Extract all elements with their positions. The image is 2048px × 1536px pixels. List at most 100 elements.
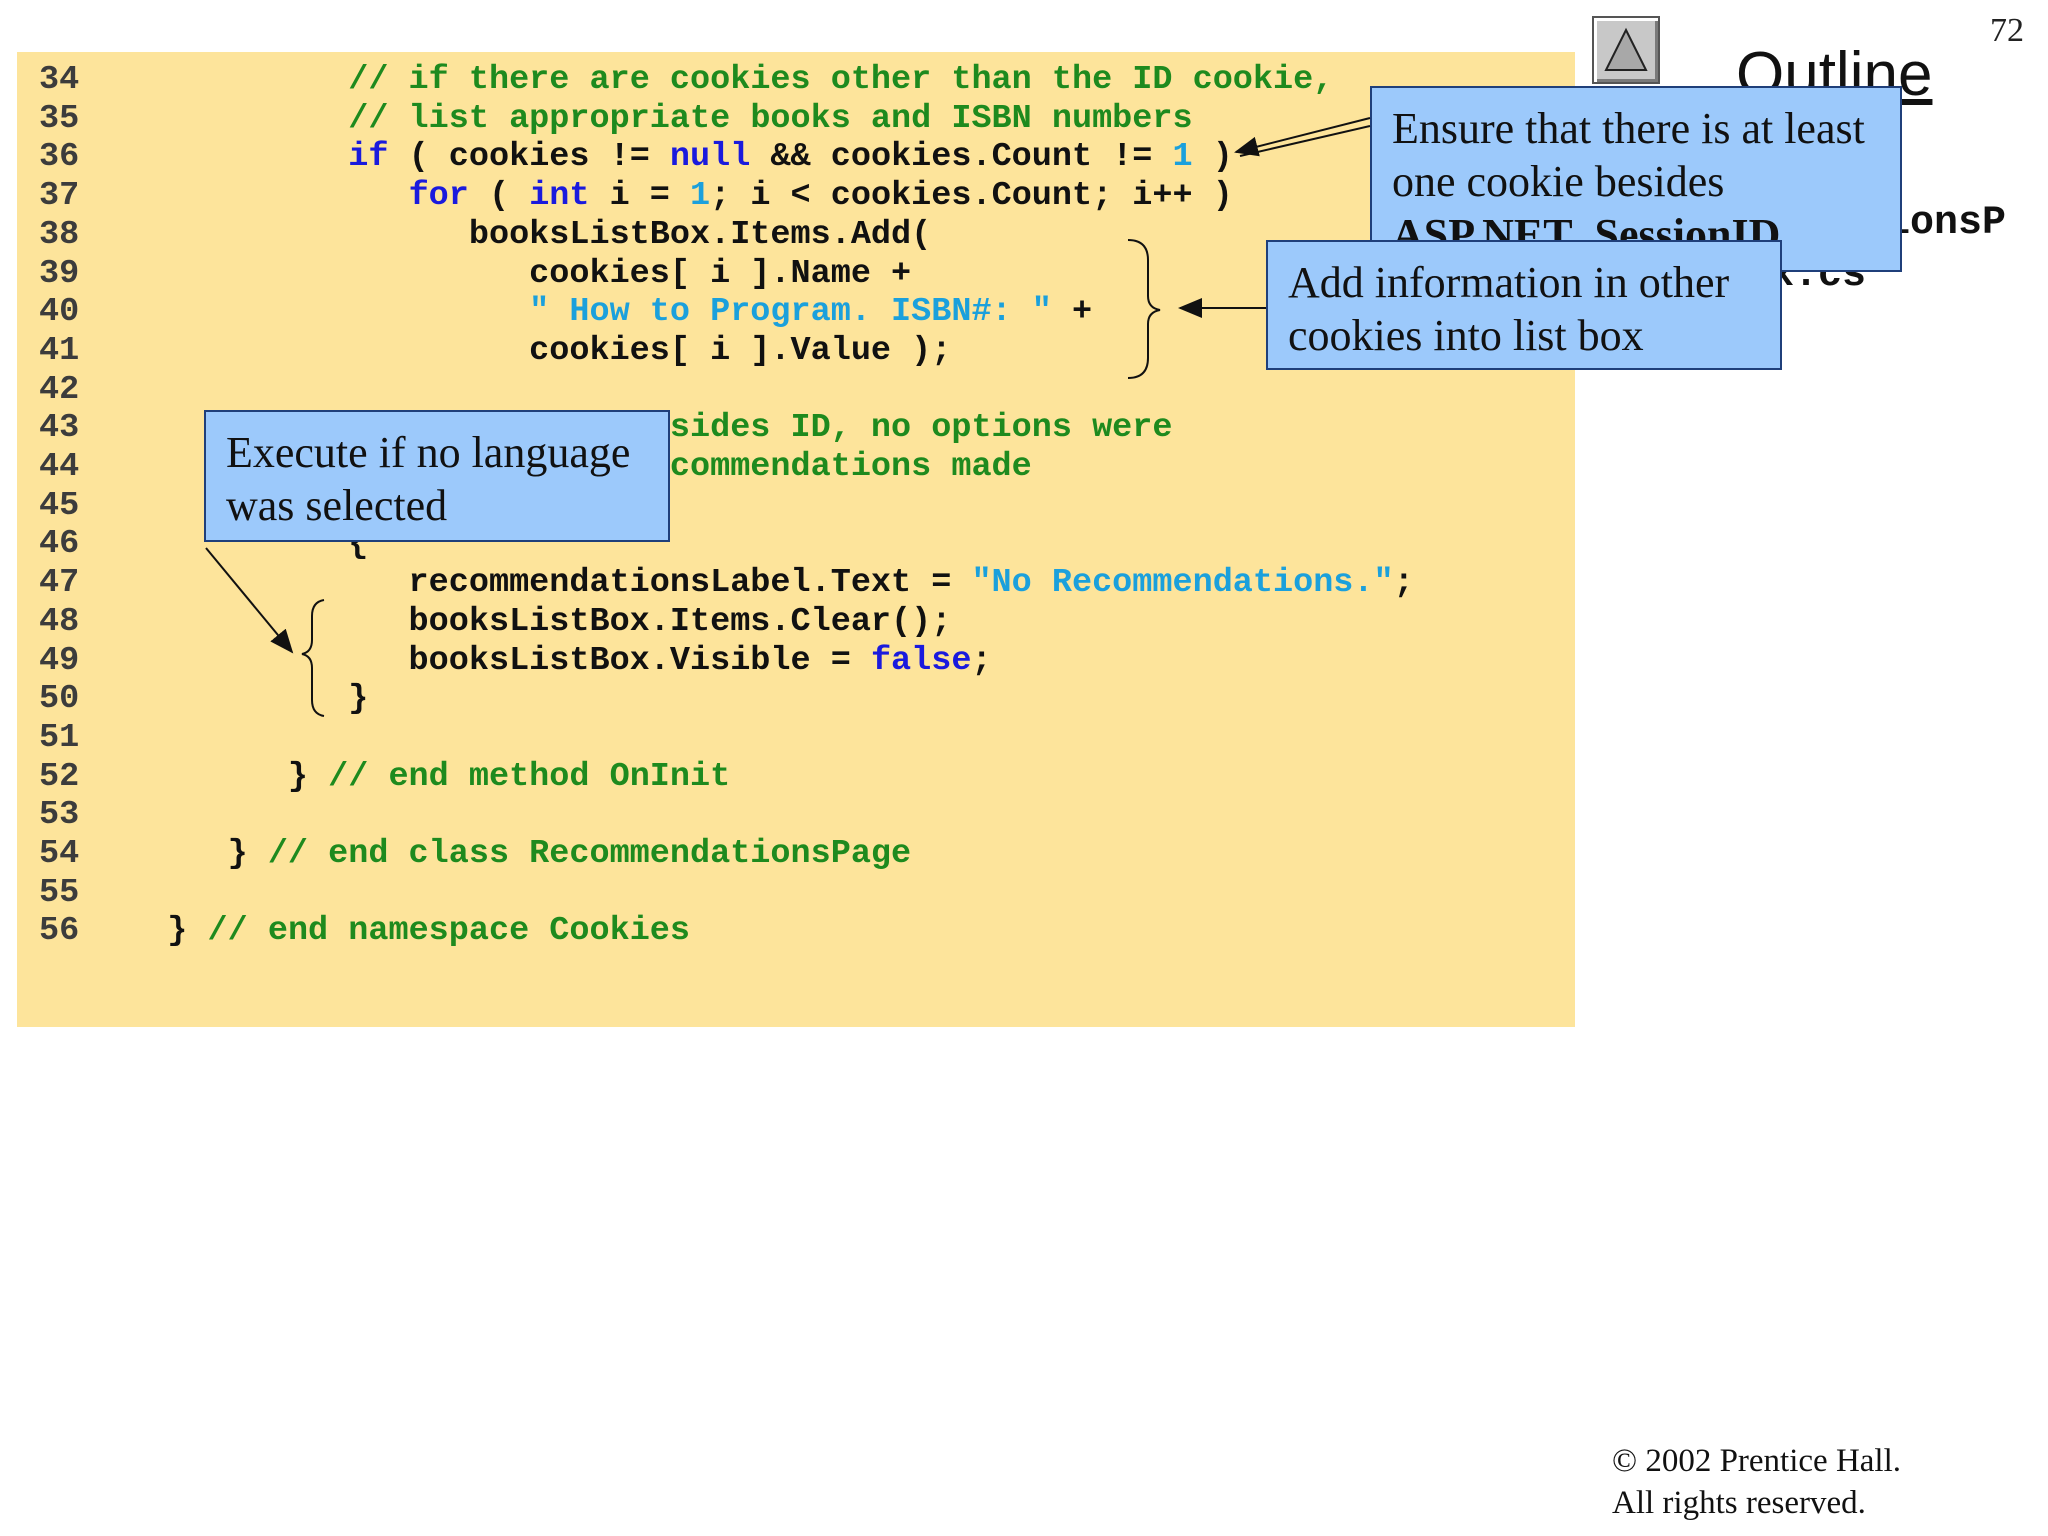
line-number: 46 — [39, 525, 80, 564]
arrow-no-language — [205, 547, 294, 654]
code-line: 38 booksListBox.Items.Add( — [17, 216, 1575, 255]
callout-line: was selected — [226, 481, 448, 530]
code-keyword: for — [408, 177, 469, 216]
code-line: 52 } // end method OnInit — [17, 758, 1575, 797]
line-number: 47 — [39, 564, 80, 603]
code-text: ; i < cookies.Count; i++ ) — [710, 177, 1233, 216]
code-text: && cookies.Count != — [750, 138, 1173, 177]
code-line: 39 cookies[ i ].Name + — [17, 255, 1575, 294]
code-text: booksListBox.Items.Add( — [107, 215, 932, 254]
code-line: 53 — [17, 796, 1575, 835]
brace-add-info — [1127, 239, 1161, 379]
code-text: ; — [971, 641, 992, 680]
arrow-cookie-check-2 — [1239, 125, 1371, 157]
up-arrow-button[interactable] — [1592, 16, 1660, 84]
line-number: 50 — [39, 680, 80, 719]
code-text: i = — [589, 177, 691, 216]
line-number: 34 — [39, 61, 80, 99]
file-name-line: ionsP — [1886, 201, 2007, 246]
up-arrow-icon — [1604, 27, 1648, 71]
line-number: 42 — [39, 370, 80, 409]
code-comment: // end class RecommendationsPage — [267, 835, 912, 874]
code-line: 42 — [17, 371, 1575, 410]
line-number: 36 — [39, 138, 80, 177]
callout-line: Ensure that there is at least — [1392, 104, 1865, 153]
callout-add-info: Add information in other cookies into li… — [1266, 240, 1782, 370]
code-keyword: int — [529, 177, 590, 216]
code-listing: 34 // if there are cookies other than th… — [17, 52, 1575, 951]
code-text: } — [107, 680, 369, 719]
callout-line: Execute if no language — [226, 428, 631, 477]
code-literal: 1 — [690, 177, 711, 216]
page-number: 72 — [1990, 12, 2024, 49]
brace-no-language — [301, 599, 325, 717]
line-number: 40 — [39, 293, 80, 332]
line-number: 52 — [39, 757, 80, 796]
code-line: 51 — [17, 719, 1575, 758]
code-text: recommendationsLabel.Text = — [107, 564, 972, 603]
line-number: 48 — [39, 602, 80, 641]
code-comment: recommendations made — [629, 448, 1032, 487]
callout-line: one cookie besides — [1392, 157, 1725, 206]
line-number: 53 — [39, 796, 80, 835]
copyright-line: © 2002 Prentice Hall. — [1612, 1443, 1902, 1479]
line-number: 49 — [39, 641, 80, 680]
code-text: + — [1051, 293, 1093, 332]
code-line: 34 // if there are cookies other than th… — [17, 61, 1575, 100]
code-text: booksListBox.Visible = — [107, 641, 871, 680]
copyright: © 2002 Prentice Hall. All rights reserve… — [1612, 1440, 1901, 1524]
code-comment: // end method OnInit — [328, 757, 731, 796]
code-line: 50 } — [17, 680, 1575, 719]
code-comment: // list appropriate books and ISBN numbe… — [348, 99, 1193, 138]
code-keyword: null — [669, 138, 751, 177]
code-text: } — [107, 835, 268, 874]
callout-line: Add information in other — [1288, 258, 1730, 307]
code-line: 48 booksListBox.Items.Clear(); — [17, 603, 1575, 642]
code-text: ) — [1192, 138, 1233, 177]
line-number: 35 — [39, 99, 80, 138]
line-number: 38 — [39, 215, 80, 254]
callout-no-language: Execute if no language was selected — [204, 410, 670, 542]
code-comment: // if there are cookies other than the I… — [348, 61, 1334, 99]
code-line: 36 if ( cookies != null && cookies.Count… — [17, 138, 1575, 177]
code-text: ( cookies != — [388, 138, 670, 177]
code-text: } — [107, 757, 329, 796]
code-keyword: if — [348, 138, 389, 177]
code-text: cookies[ i ].Name + — [107, 254, 912, 293]
code-text: booksListBox.Items.Clear(); — [107, 602, 952, 641]
code-line: 41 cookies[ i ].Value ); — [17, 332, 1575, 371]
line-number: 56 — [39, 912, 80, 951]
line-number: 44 — [39, 448, 80, 487]
code-keyword: false — [870, 641, 972, 680]
code-text: cookies[ i ].Value ); — [107, 331, 952, 370]
code-comment: // end namespace Cookies — [207, 912, 691, 951]
line-number: 51 — [39, 718, 80, 757]
code-line: 35 // list appropriate books and ISBN nu… — [17, 100, 1575, 139]
code-line: 49 booksListBox.Visible = false; — [17, 642, 1575, 681]
code-line: 45 — [17, 487, 1575, 526]
code-panel: 34 // if there are cookies other than th… — [17, 52, 1575, 1027]
arrow-cookie-check — [1234, 117, 1371, 157]
code-line: 55 — [17, 874, 1575, 913]
code-literal: "No Recommendations." — [971, 564, 1394, 603]
code-line: 56 } // end namespace Cookies — [17, 912, 1575, 951]
copyright-line: All rights reserved. — [1612, 1485, 1866, 1521]
line-number: 37 — [39, 177, 80, 216]
line-number: 45 — [39, 486, 80, 525]
line-number: 41 — [39, 331, 80, 370]
line-number: 43 — [39, 409, 80, 448]
code-line: 44 recommendations made — [17, 448, 1575, 487]
code-text: ; — [1393, 564, 1414, 603]
code-literal: " How to Program. ISBN#: " — [529, 293, 1052, 332]
code-line: 47 recommendationsLabel.Text = "No Recom… — [17, 564, 1575, 603]
code-line: 40 " How to Program. ISBN#: " + — [17, 293, 1575, 332]
code-line: 54 } // end class RecommendationsPage — [17, 835, 1575, 874]
line-number: 55 — [39, 873, 80, 912]
line-number: 54 — [39, 835, 80, 874]
code-literal: 1 — [1172, 138, 1193, 177]
code-line: 37 for ( int i = 1; i < cookies.Count; i… — [17, 177, 1575, 216]
code-text: ( — [468, 177, 530, 216]
line-number: 39 — [39, 254, 80, 293]
callout-line: cookies into list box — [1288, 311, 1644, 360]
